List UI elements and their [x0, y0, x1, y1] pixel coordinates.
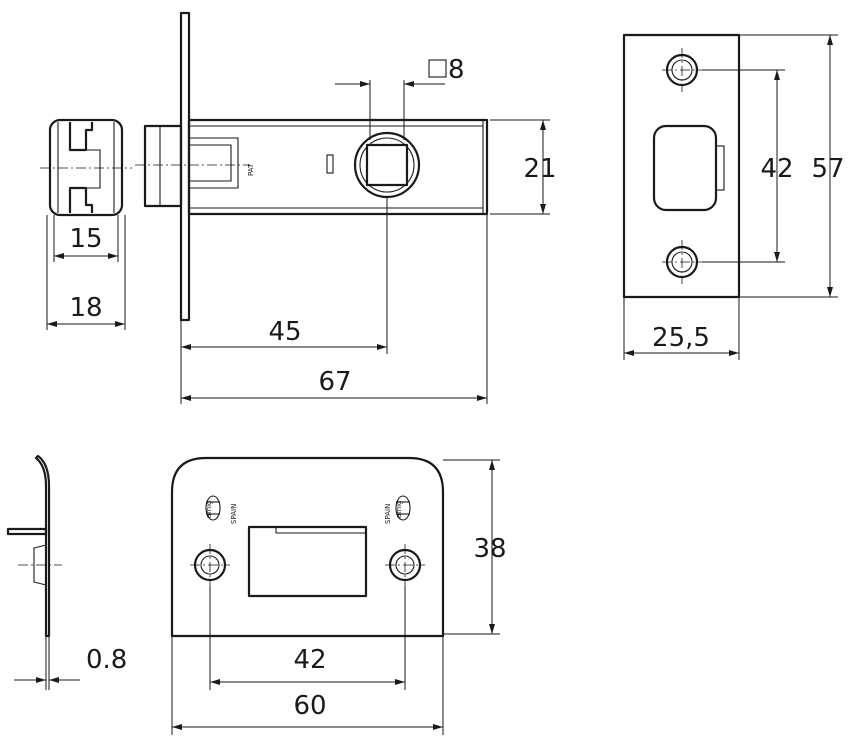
dim-60-label: 60	[293, 691, 326, 721]
brand-marking-left: amig	[205, 501, 213, 519]
spain-marking-left: SPAIN	[230, 504, 238, 524]
dim-45-label: 45	[268, 317, 301, 347]
front-plate-view: 42 57 25,5	[622, 33, 845, 360]
pat-marking: PAT	[247, 163, 255, 176]
strike-plate-front-view: amig SPAIN amig SPAIN 38 42 60	[170, 456, 507, 735]
brand-logo-right: amig	[395, 495, 411, 521]
dim-42-front-label: 42	[760, 154, 793, 184]
dim-15-label: 15	[69, 224, 102, 254]
dim-18-label: 18	[69, 293, 102, 323]
dim-25-5-label: 25,5	[652, 323, 710, 353]
brand-marking-right: amig	[395, 501, 403, 519]
latch-side-view: PAT 8 21 45 67	[135, 11, 557, 404]
strike-plate-side-view: 0.8	[6, 454, 127, 690]
dim-67-label: 67	[318, 367, 351, 397]
dim-38-label: 38	[473, 534, 506, 564]
dim-0-8-label: 0.8	[86, 645, 127, 675]
dim-57-label: 57	[811, 154, 844, 184]
spain-marking-right: SPAIN	[384, 504, 392, 524]
brand-logo-left: amig	[205, 495, 221, 521]
dim-21-label: 21	[523, 154, 556, 184]
latch-bolt-end-view: 15 18	[40, 118, 132, 330]
dim-42-strike-label: 42	[293, 645, 326, 675]
dim-8-label: 8	[448, 55, 465, 85]
